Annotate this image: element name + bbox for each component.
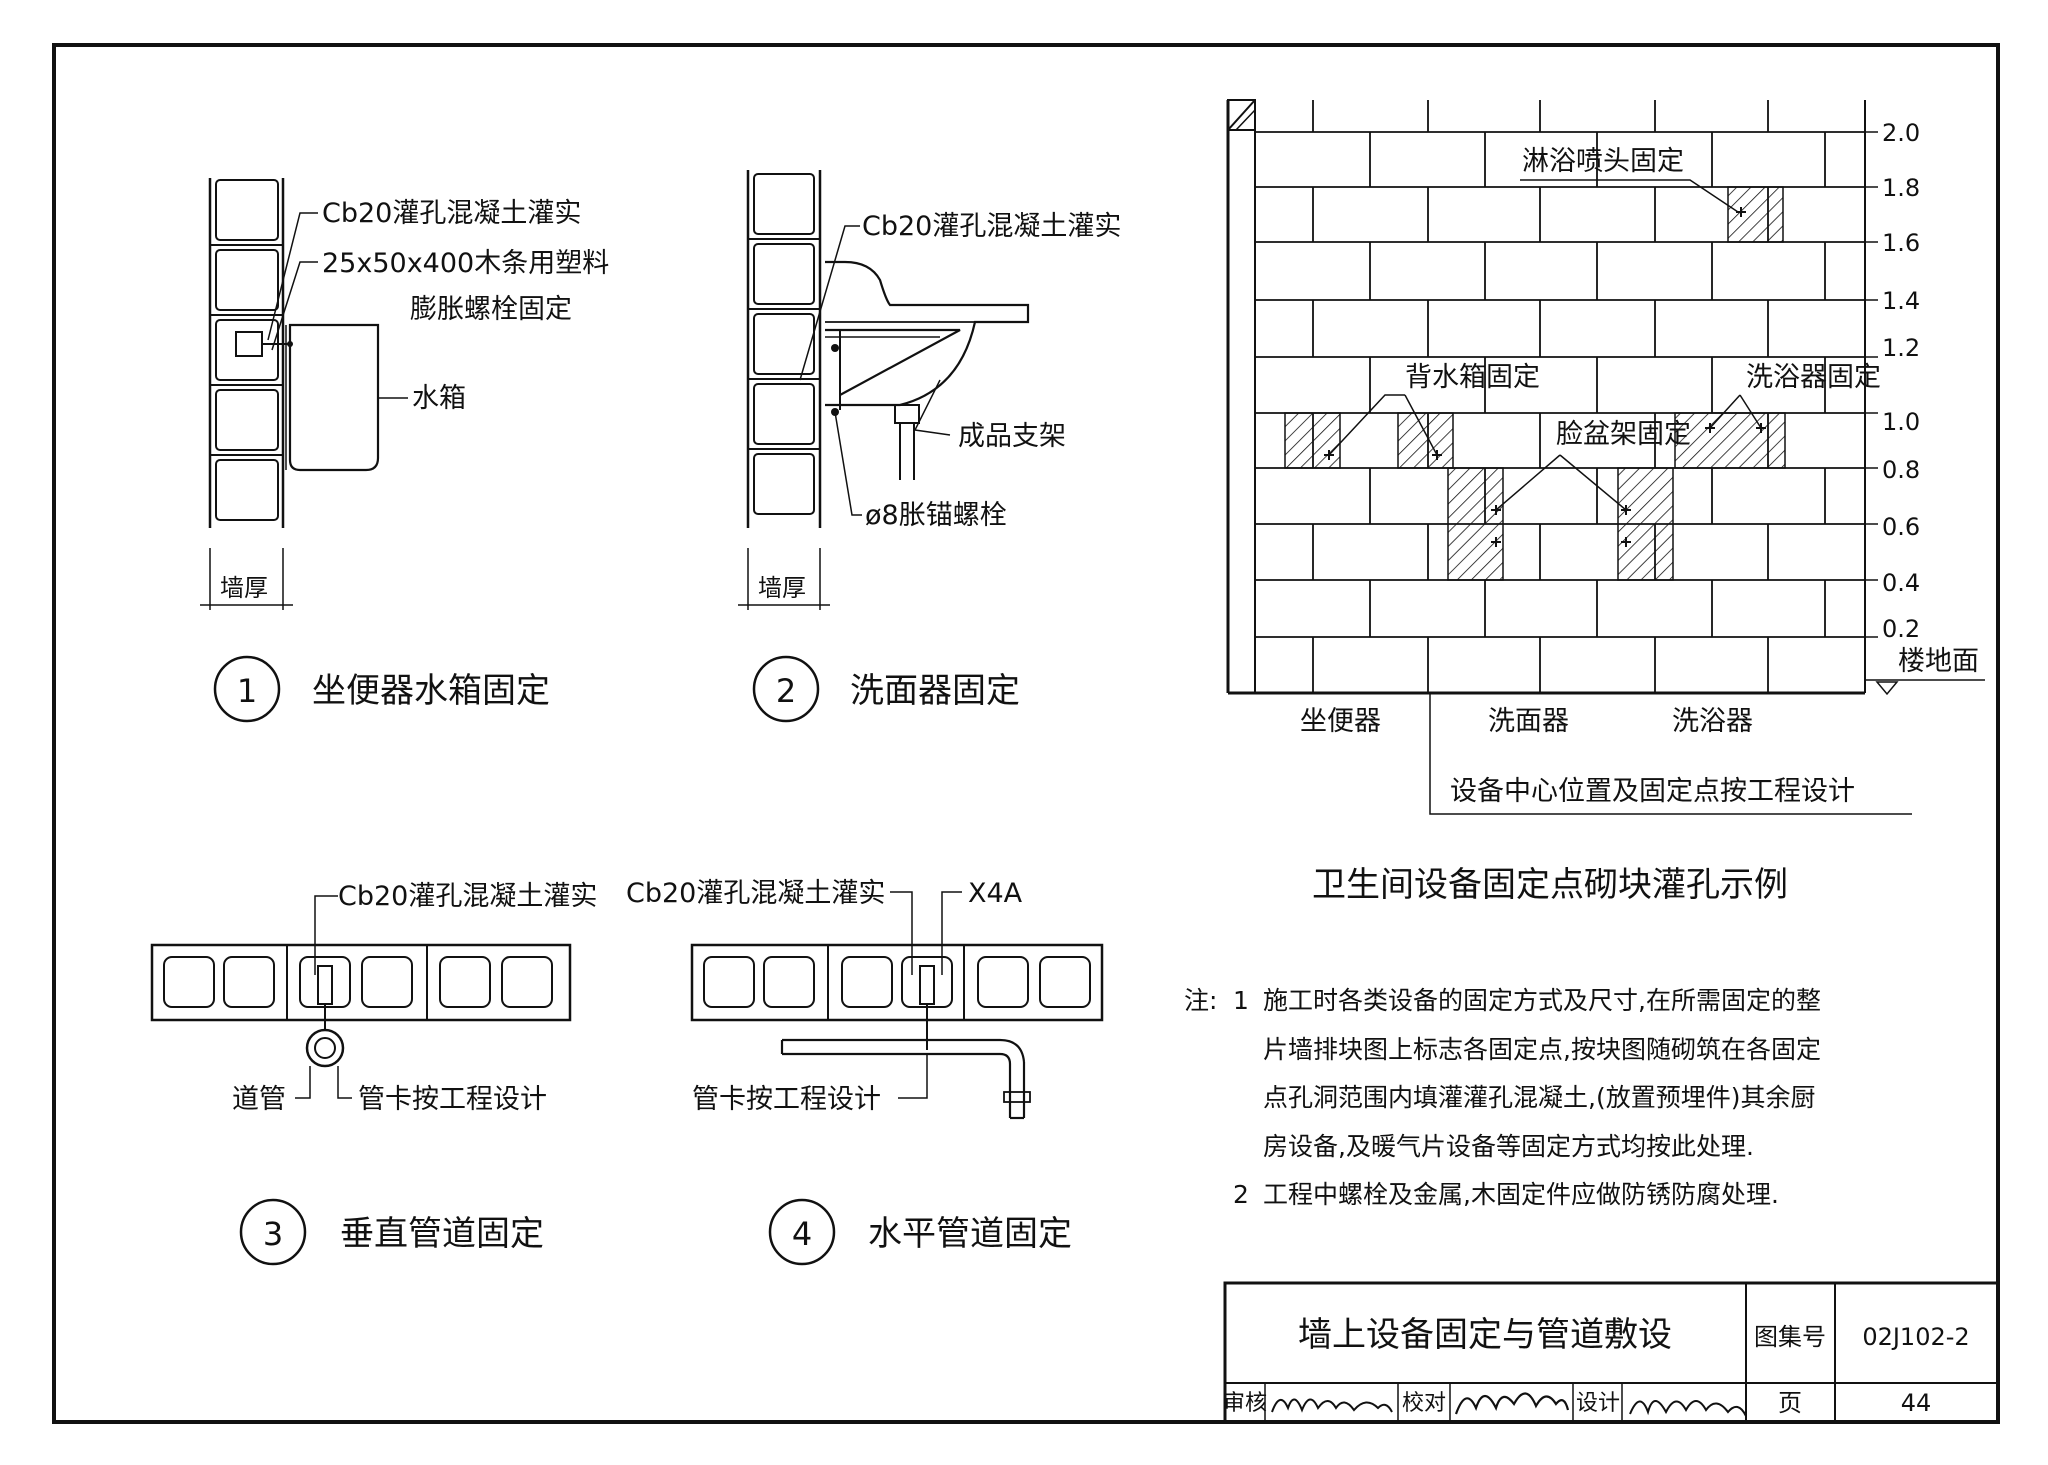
note-1-line-1: 施工时各类设备的固定方式及尺寸,在所需固定的整 — [1263, 986, 1821, 1015]
d3-label-pipe: 道管 — [232, 1084, 286, 1115]
detail-4-horizontal-pipe — [690, 891, 1104, 1120]
d4-label-x4a: X4A — [968, 878, 1023, 909]
d4-label-grout: Cb20灌孔混凝土灌实 — [626, 878, 885, 909]
sheet-border — [52, 43, 2000, 1424]
fixture-label-bath: 洗浴器 — [1672, 706, 1753, 737]
detail-4-caption: 水平管道固定 — [868, 1214, 1072, 1254]
atlas-number-label: 图集号 — [1754, 1323, 1826, 1351]
note-1-line-4: 房设备,及暖气片设备等固定方式均按此处理. — [1263, 1132, 1754, 1161]
height-label: 1.0 — [1882, 408, 1920, 436]
height-label: 1.4 — [1882, 287, 1920, 315]
detail-3-caption: 垂直管道固定 — [340, 1214, 544, 1254]
height-label: 1.8 — [1882, 174, 1920, 202]
label-bathtub-fix: 洗浴器固定 — [1746, 362, 1881, 393]
bathroom-block-elevation — [1226, 99, 1985, 815]
d2-label-bracket: 成品支架 — [958, 421, 1066, 452]
detail-3-number-circle — [239, 1198, 307, 1266]
floor-level-label: 楼地面 — [1898, 646, 1979, 677]
note-1-line-2: 片墙排块图上标志各固定点,按块图随砌筑在各固定 — [1263, 1035, 1821, 1064]
height-scale-labels: 2.0 1.8 1.6 1.4 1.2 1.0 0.8 0.6 0.4 0.2 — [1882, 119, 1920, 643]
d1-label-wood-line2: 膨胀螺栓固定 — [410, 294, 572, 325]
d3-label-clamp: 管卡按工程设计 — [358, 1084, 547, 1115]
title-block — [1223, 1281, 2000, 1424]
d4-label-clamp: 管卡按工程设计 — [692, 1084, 881, 1115]
detail-1-number-circle — [213, 655, 281, 723]
grouted-cell-markers — [1284, 186, 1786, 581]
detail-2-number-circle — [752, 655, 820, 723]
fixture-center-note: 设备中心位置及固定点按工程设计 — [1450, 776, 1855, 807]
notes-prefix: 注: — [1184, 986, 1217, 1015]
d1-label-tank: 水箱 — [412, 383, 466, 414]
designer-signature — [1629, 1400, 1747, 1417]
height-label: 1.2 — [1882, 334, 1920, 362]
d3-label-grout: Cb20灌孔混凝土灌实 — [338, 881, 597, 912]
height-label: 0.6 — [1882, 513, 1920, 541]
fixture-label-toilet: 坐便器 — [1300, 706, 1381, 737]
detail-1-toilet-tank — [200, 178, 408, 610]
page-number: 44 — [1901, 1389, 1932, 1417]
checker-signature — [1454, 1392, 1570, 1415]
note-1-number: 1 — [1233, 986, 1249, 1015]
d1-label-grout: Cb20灌孔混凝土灌实 — [322, 198, 581, 229]
review-label: 审核 — [1223, 1391, 1267, 1416]
design-label: 设计 — [1576, 1391, 1620, 1416]
note-2-line-1: 工程中螺栓及金属,木固定件应做防锈防腐处理. — [1263, 1180, 1779, 1209]
notes-block: 注: 1 施工时各类设备的固定方式及尺寸,在所需固定的整 片墙排块图上标志各固定… — [1184, 986, 1821, 1209]
page-label: 页 — [1778, 1389, 1802, 1417]
height-label: 0.2 — [1882, 615, 1920, 643]
reviewer-signature — [1271, 1398, 1393, 1413]
height-label: 0.8 — [1882, 456, 1920, 484]
label-tank-fix: 背水箱固定 — [1405, 362, 1540, 393]
d2-label-grout: Cb20灌孔混凝土灌实 — [862, 211, 1121, 242]
label-shower-head-fix: 淋浴喷头固定 — [1522, 146, 1684, 177]
drawing-title: 墙上设备固定与管道敷设 — [1298, 1315, 1672, 1355]
detail-1-caption: 坐便器水箱固定 — [312, 671, 550, 711]
d1-label-wall-thickness: 墙厚 — [220, 574, 268, 602]
height-label: 0.4 — [1882, 569, 1920, 597]
detail-3-number: 3 — [263, 1215, 283, 1253]
d2-label-anchor-bolt: ø8胀锚螺栓 — [865, 500, 1007, 531]
note-2-number: 2 — [1233, 1180, 1249, 1209]
check-label: 校对 — [1402, 1391, 1446, 1416]
detail-4-number-circle — [768, 1198, 836, 1266]
height-label: 2.0 — [1882, 119, 1920, 147]
fixture-label-basin: 洗面器 — [1488, 706, 1569, 737]
d1-label-wood-line1: 25x50x400木条用塑料 — [322, 248, 609, 279]
d2-label-wall-thickness: 墙厚 — [758, 574, 806, 602]
elevation-title: 卫生间设备固定点砌块灌孔示例 — [1312, 865, 1788, 905]
label-basin-fix: 脸盆架固定 — [1556, 419, 1691, 450]
detail-1-number: 1 — [237, 672, 257, 710]
note-1-line-3: 点孔洞范围内填灌灌孔混凝土,(放置预埋件)其余厨 — [1263, 1083, 1815, 1112]
height-label: 1.6 — [1882, 229, 1920, 257]
detail-2-wash-basin — [738, 170, 1030, 610]
detail-2-caption: 洗面器固定 — [850, 671, 1020, 711]
detail-4-number: 4 — [792, 1215, 812, 1253]
atlas-number: 02J102-2 — [1862, 1323, 1969, 1351]
detail-2-number: 2 — [776, 672, 796, 710]
detail-3-vertical-pipe — [150, 895, 572, 1099]
